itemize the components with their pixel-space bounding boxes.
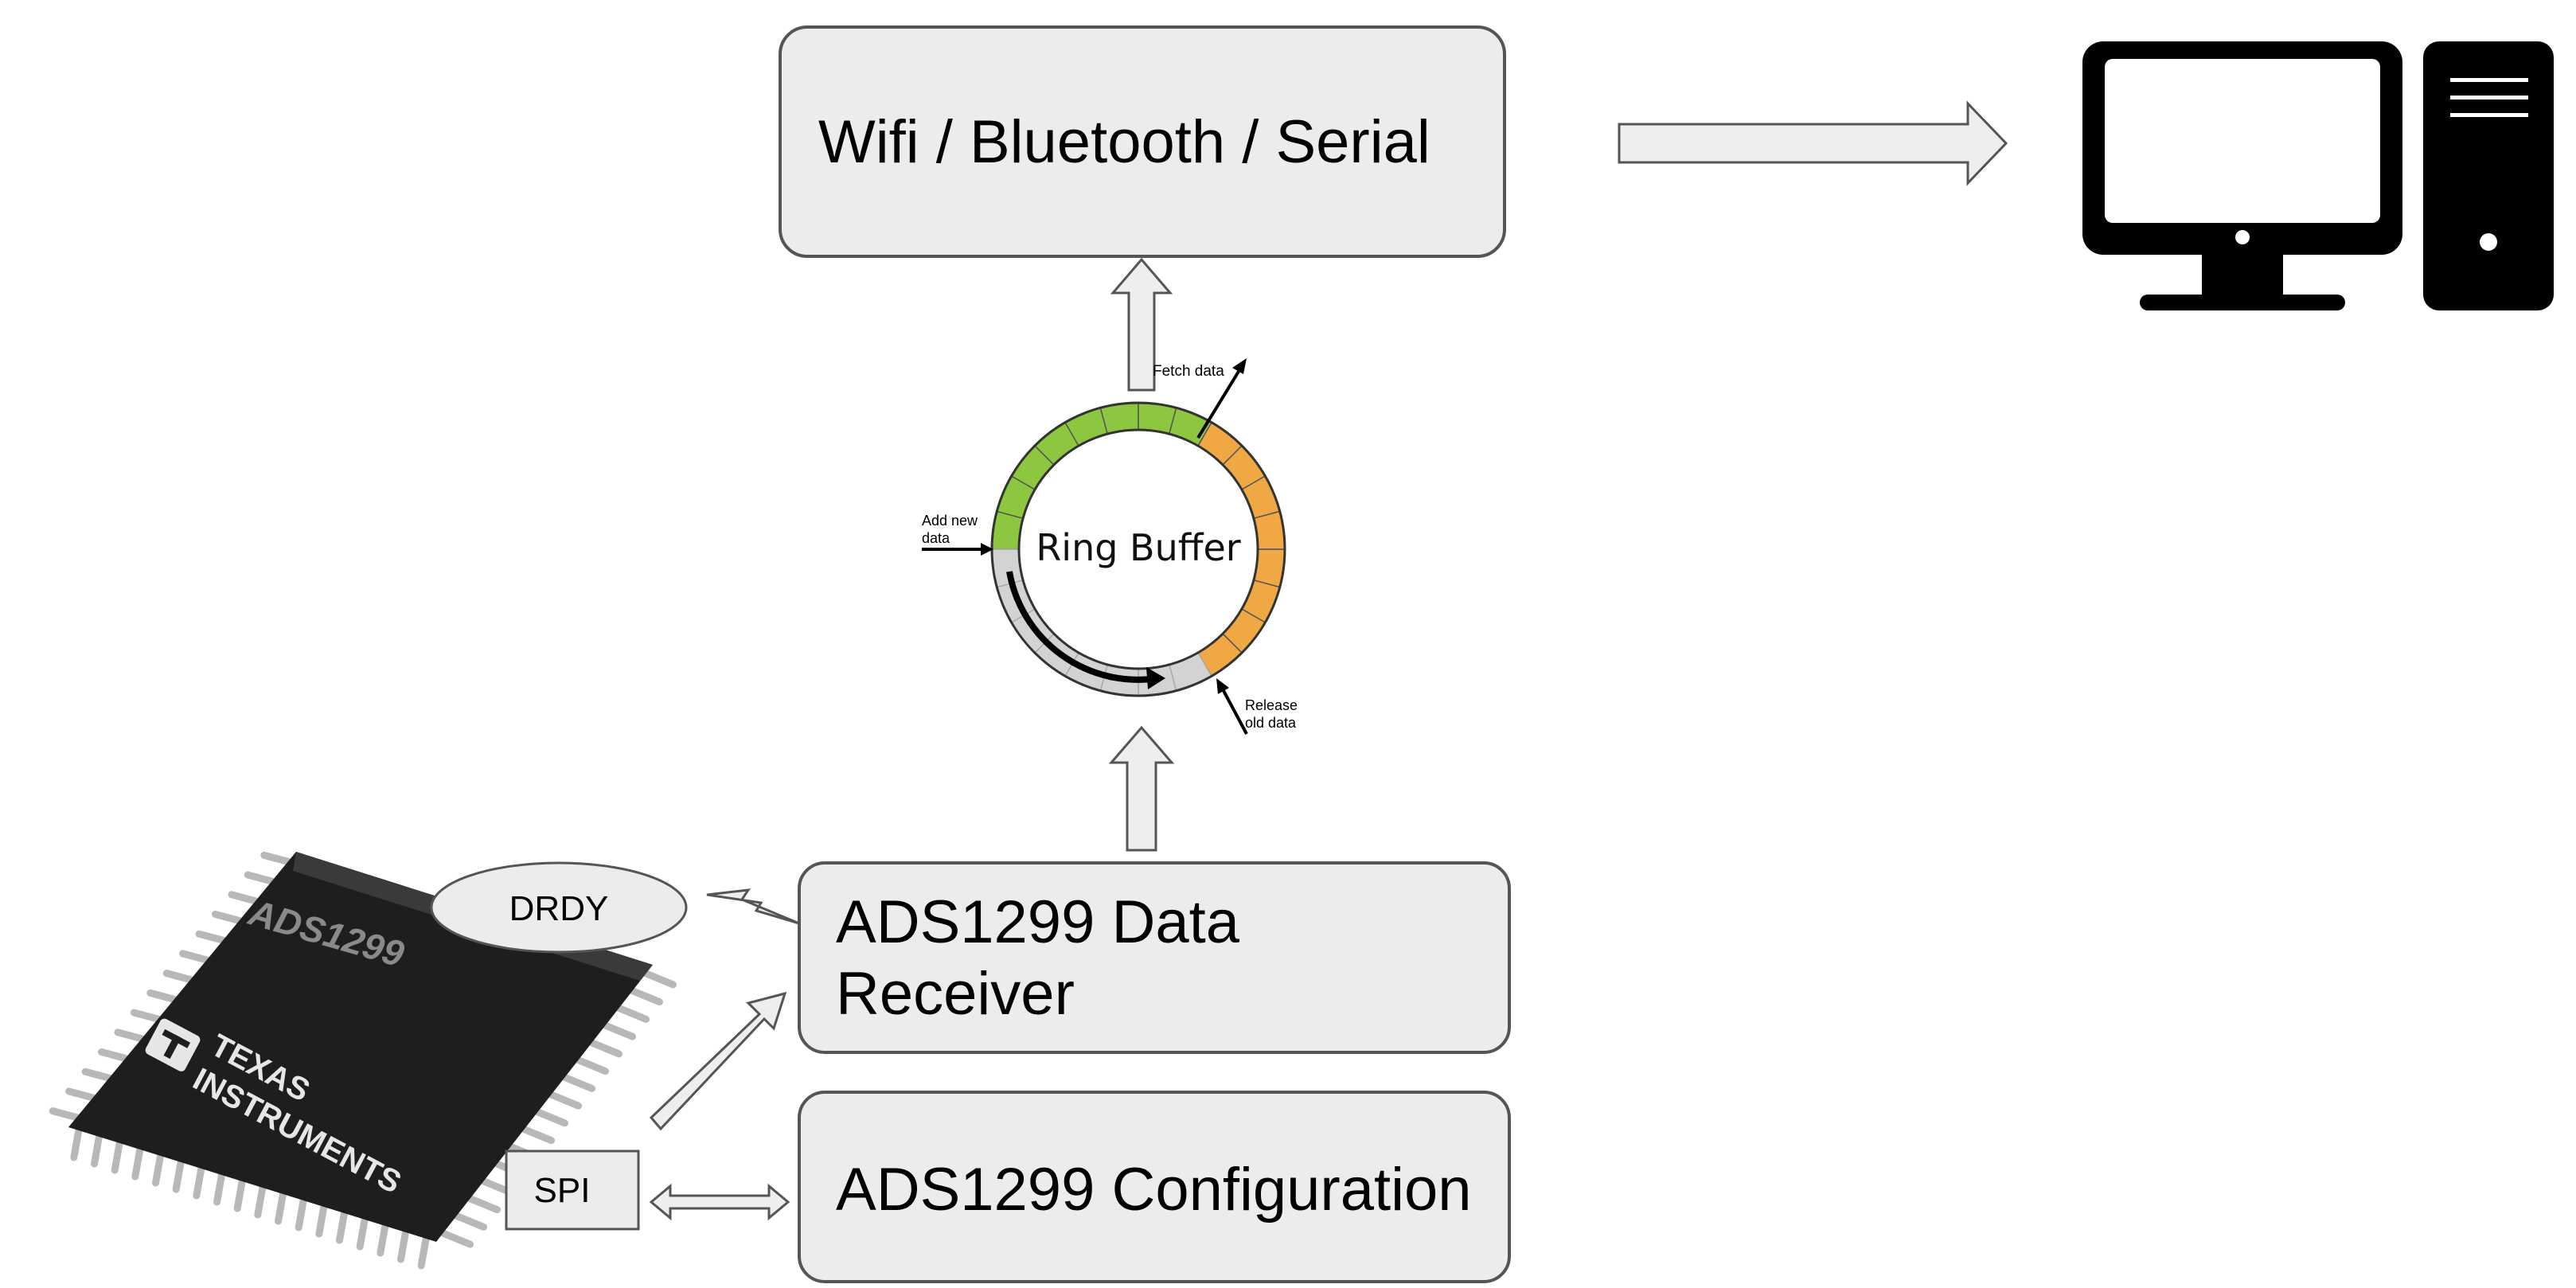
chip-pin (336, 1209, 348, 1244)
chip-pin (162, 970, 194, 984)
chip-pin (212, 911, 243, 924)
chip-pin (397, 1228, 409, 1263)
receiver-to-ring-arrow (1108, 725, 1175, 852)
spi-config-double-arrow (649, 1183, 790, 1221)
chip-pin (615, 1004, 650, 1023)
data-receiver-box: ADS1299 Data Receiver (798, 861, 1511, 1054)
chip-pin (228, 891, 260, 905)
release-data-label-1: Release (1245, 697, 1298, 713)
drdy-signal: DRDY (430, 861, 688, 954)
ring-buffer: Ring Buffer Fetch data Add new data Rele… (922, 358, 1298, 735)
release-data-arrow (1220, 685, 1248, 735)
comm-box: Wifi / Bluetooth / Serial (779, 25, 1506, 258)
chip-pin (561, 1073, 595, 1092)
chip-pin (588, 1039, 623, 1058)
ring-to-comm-arrow (1110, 257, 1173, 392)
drdy-label: DRDY (509, 889, 609, 928)
chip-to-receiver-arrow (649, 991, 787, 1131)
chip-pin (213, 1171, 225, 1206)
desktop-computer-icon (2082, 41, 2554, 310)
chip-pin (642, 970, 677, 989)
ring-progress-arrow (1006, 571, 1158, 683)
chip-pin (81, 1067, 113, 1082)
chip-pin (114, 1028, 146, 1043)
chip-pin (49, 1107, 80, 1122)
receiver-label-2: Receiver (836, 960, 1075, 1028)
add-data-label-1: Add new (922, 513, 978, 529)
chip-pin (377, 1222, 389, 1257)
ti-logo-icon (145, 1018, 201, 1071)
chip-pin (260, 851, 292, 865)
chip-pin (98, 1048, 129, 1062)
chip-pin (315, 1203, 328, 1238)
chip-pin (146, 989, 178, 1003)
chip-pins (49, 851, 677, 1270)
chip-pin (111, 1139, 123, 1174)
chip-pin (575, 1056, 609, 1075)
chip-pin (172, 1158, 185, 1193)
chip-pin (629, 987, 663, 1006)
chip-pin (91, 1133, 103, 1168)
chip-pin (193, 1165, 205, 1200)
chip-pin (453, 1212, 487, 1231)
interrupt-lightning-icon (706, 888, 800, 925)
chip-pin (131, 1146, 144, 1181)
chip-pin (179, 950, 211, 964)
chip-pin (65, 1087, 97, 1102)
fetch-data-arrow (1196, 365, 1243, 439)
chip-pin (548, 1091, 582, 1110)
ring-progress-arrowhead (1146, 667, 1165, 689)
chip-pin (130, 1009, 162, 1023)
configuration-box: ADS1299 Configuration (798, 1091, 1511, 1283)
chip-pin (233, 1177, 246, 1212)
chip-pin (70, 1126, 83, 1161)
spi-label: SPI (534, 1171, 591, 1210)
configuration-label: ADS1299 Configuration (836, 1156, 1472, 1224)
chip-pin (521, 1126, 555, 1145)
chip-pin (152, 1152, 164, 1187)
release-data-label-2: old data (1245, 715, 1297, 731)
chip-pin (254, 1184, 267, 1219)
chip-pin (534, 1108, 568, 1127)
fetch-data-label: Fetch data (1153, 363, 1224, 380)
to-computer-arrow (1618, 100, 2008, 186)
chip-pin (195, 930, 227, 944)
chip-pin (244, 871, 275, 885)
receiver-label-1: ADS1299 Data (836, 888, 1240, 956)
chip-pin (295, 1196, 307, 1231)
chip-pin (466, 1195, 501, 1214)
chip-pin (602, 1021, 636, 1040)
comm-box-label: Wifi / Bluetooth / Serial (818, 108, 1430, 176)
chip-pin (417, 1235, 430, 1270)
chip-pin (439, 1229, 474, 1248)
spi-interface: SPI (505, 1149, 640, 1231)
ring-buffer-label: Ring Buffer (1036, 526, 1240, 569)
add-data-label-2: data (922, 530, 950, 546)
chip-pin (275, 1190, 287, 1225)
chip-pin (356, 1216, 369, 1251)
